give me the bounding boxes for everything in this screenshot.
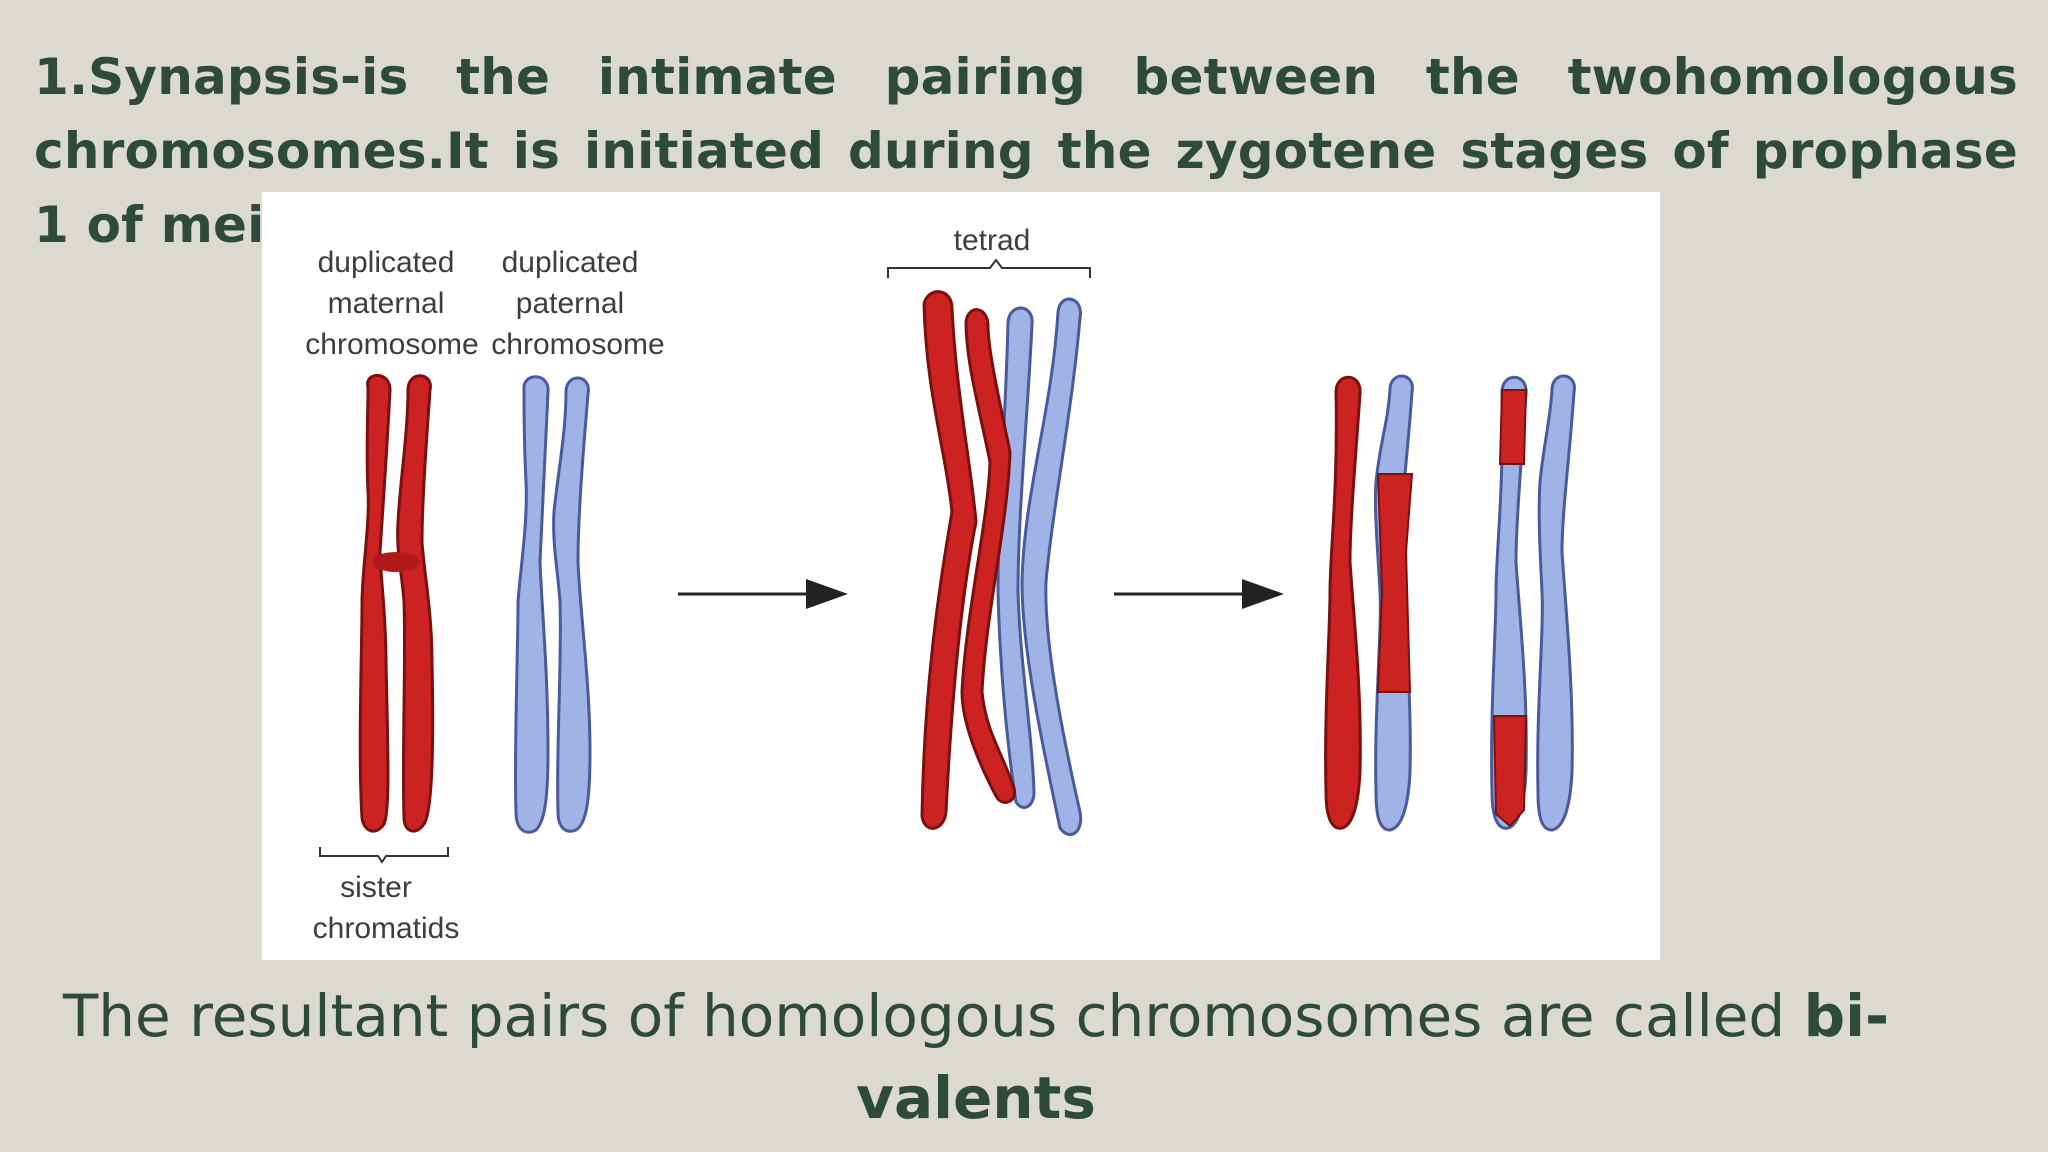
recombinant-2-paternal-right: [1536, 374, 1576, 832]
caption: The resultant pairs of homologous chromo…: [0, 975, 1952, 1139]
caption-bold-1: bi-: [1803, 982, 1890, 1050]
label-maternal-1: duplicated: [318, 246, 455, 279]
recombinant-1-maternal: [1324, 375, 1362, 830]
caption-text: The resultant pairs of homologous chromo…: [62, 982, 1804, 1050]
paternal-chromosome: [513, 375, 592, 834]
synapsis-figure: duplicated maternal chromosome duplicate…: [262, 192, 1660, 960]
tetrad-maternal-1: [920, 290, 978, 830]
label-tetrad: tetrad: [954, 224, 1031, 257]
label-sister-2: chromatids: [313, 912, 460, 945]
maternal-chromosome: [358, 373, 435, 833]
recombinant-2-bottom-segment: [1492, 715, 1528, 828]
tetrad-crossing: [920, 290, 1083, 836]
paternal-chromatid-left: [513, 375, 550, 834]
label-paternal-3: chromosome: [491, 328, 664, 361]
caption-bold-2: valents: [856, 1064, 1096, 1132]
maternal-centromere: [372, 552, 420, 572]
chromosome-diagram: duplicated maternal chromosome duplicate…: [305, 224, 1576, 945]
maternal-chromatid-right: [396, 374, 435, 833]
maternal-chromatid-left: [358, 373, 392, 833]
recombinant-2-top-segment: [1498, 389, 1528, 465]
tetrad-brace: [887, 258, 1091, 278]
label-sister-1: sister: [340, 871, 412, 904]
paternal-chromatid-right: [552, 376, 592, 833]
recombinant-chromosome-2: [1490, 374, 1576, 832]
label-paternal-2: paternal: [516, 287, 624, 320]
heading-text: 1.Synapsis-is the intimate pairing betwe…: [34, 48, 2018, 254]
label-maternal-3: chromosome: [305, 328, 478, 361]
sister-chromatids-brace: [319, 847, 449, 864]
recombinant-1-crossover-segment: [1376, 473, 1414, 693]
tetrad-paternal-2: [1020, 297, 1083, 836]
label-maternal-2: maternal: [328, 287, 445, 320]
recombinant-chromosome-1: [1324, 374, 1414, 832]
label-paternal-1: duplicated: [502, 246, 639, 279]
tetrad-maternal-2: [960, 308, 1017, 804]
